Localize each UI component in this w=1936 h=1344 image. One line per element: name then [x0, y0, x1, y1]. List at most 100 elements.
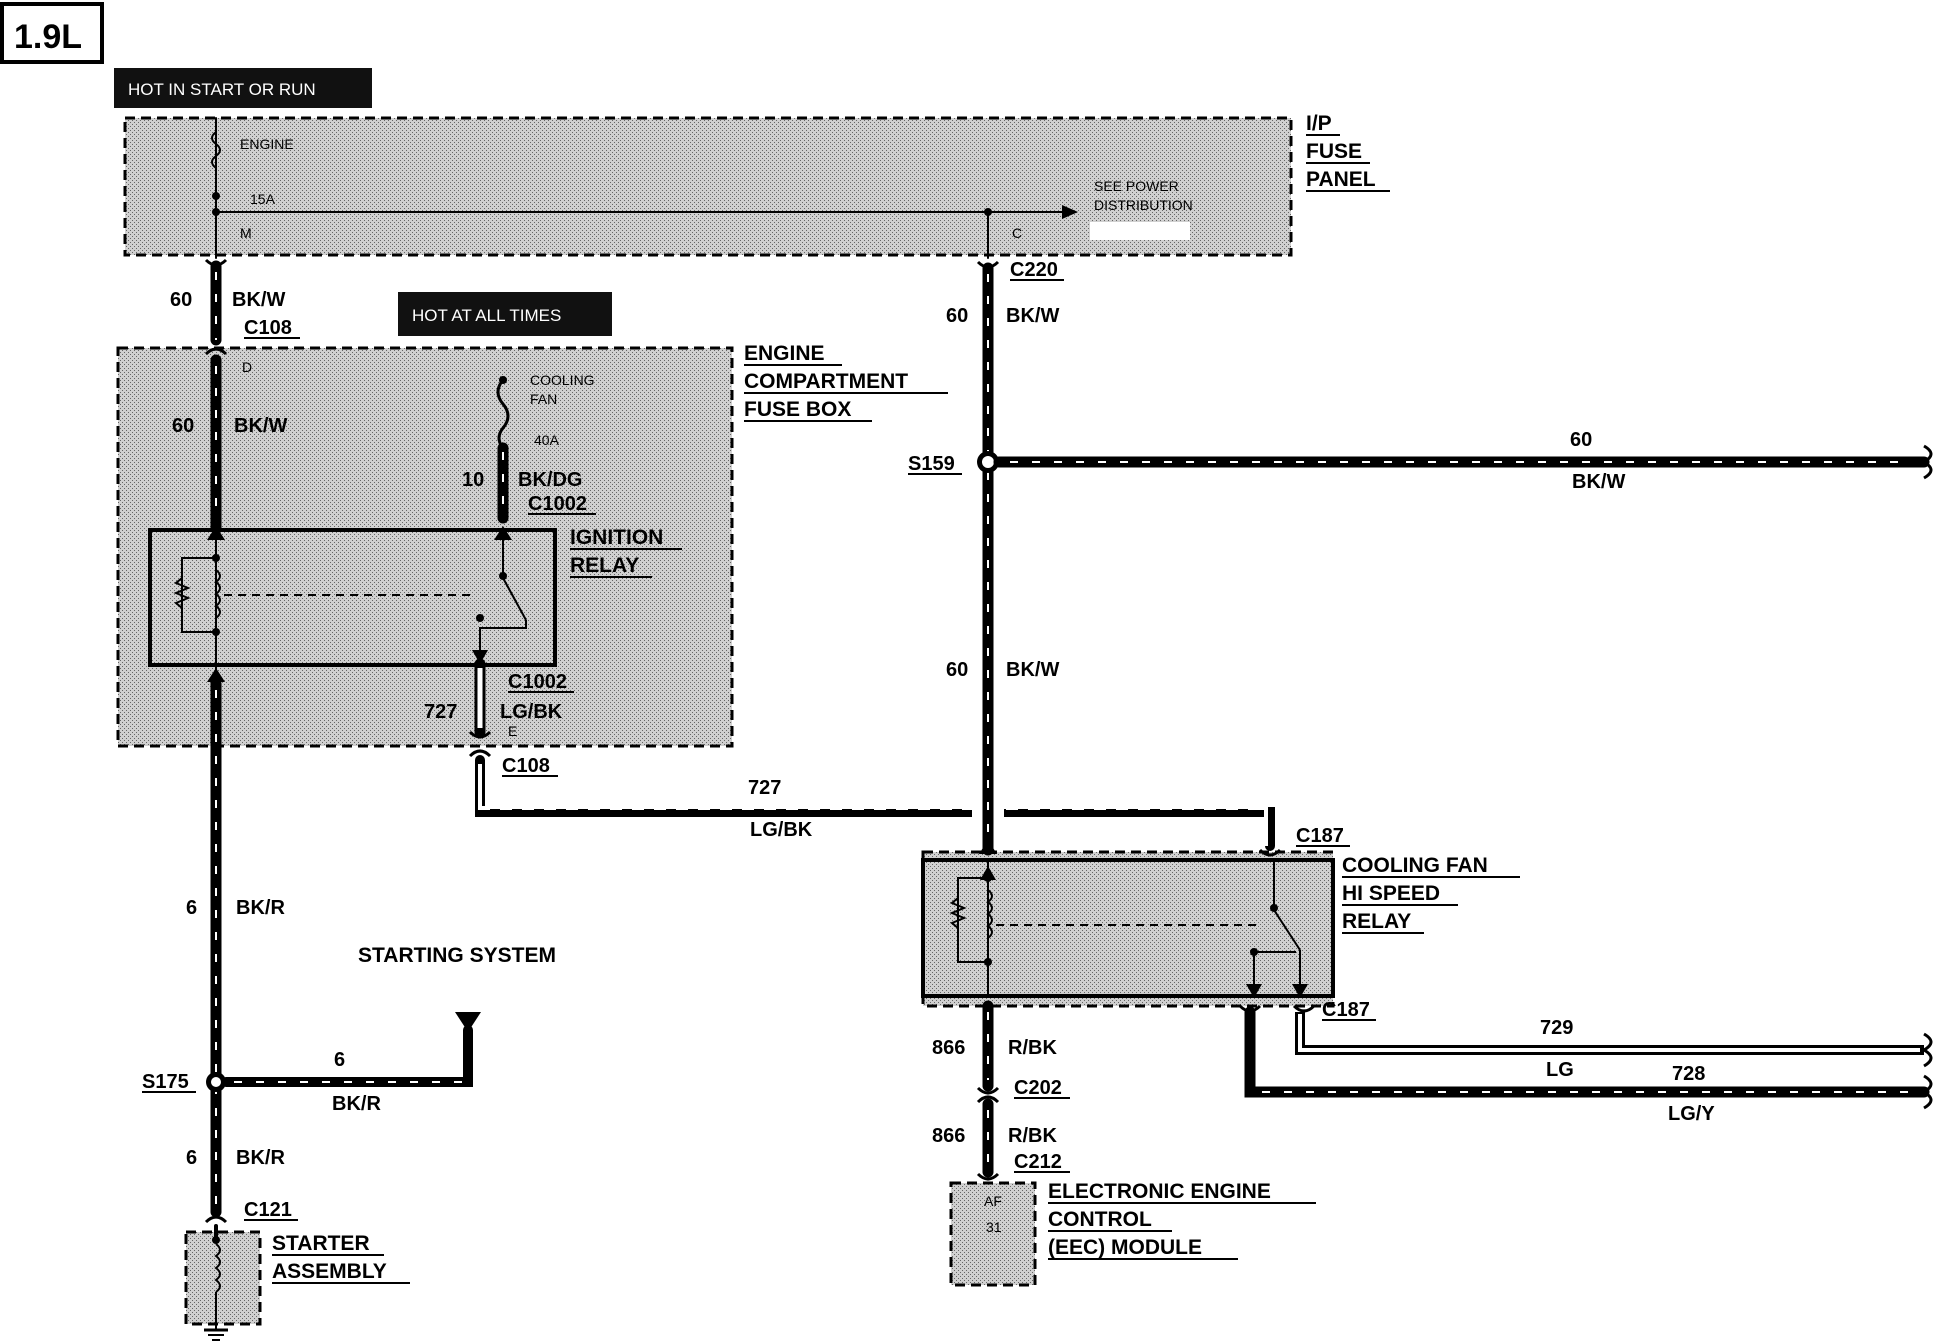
color-lgbk-left: LG/BK	[500, 701, 563, 723]
connector-c187-bottom: C187	[1322, 999, 1370, 1021]
cooling-fan-relay-title: COOLING FAN HI SPEED RELAY	[1342, 854, 1520, 934]
ip-pin-m: M	[240, 225, 252, 241]
svg-text:(EEC) MODULE: (EEC) MODULE	[1048, 1236, 1202, 1259]
wire-10-bkdg	[494, 376, 512, 540]
starting-system-label: STARTING SYSTEM	[358, 944, 556, 967]
circuit-60-left-mid: 60	[172, 415, 194, 437]
cooling-fuse-name: COOLING	[530, 372, 595, 388]
svg-text:COOLING FAN: COOLING FAN	[1342, 854, 1488, 877]
engine-badge: 1.9L	[0, 2, 104, 64]
arrow-right-icon	[1062, 205, 1078, 219]
svg-text:HOT IN START OR RUN: HOT IN START OR RUN	[128, 80, 316, 99]
eec-module-box	[949, 1181, 1037, 1287]
see-power-label: SEE POWER	[1094, 178, 1179, 194]
color-bkr-upper: BK/R	[236, 897, 285, 919]
ip-pin-c: C	[1012, 225, 1022, 241]
color-bkw-left-mid: BK/W	[234, 415, 287, 437]
pin-e: E	[508, 723, 517, 739]
color-bkr-branch: BK/R	[332, 1093, 381, 1115]
circuit-727-right: 727	[748, 777, 781, 799]
svg-text:RELAY: RELAY	[1342, 910, 1411, 933]
circuit-866-upper: 866	[932, 1037, 965, 1059]
engine-fuse-box-title: ENGINE COMPARTMENT FUSE BOX	[744, 342, 948, 422]
cooling-fan-relay-internals	[949, 860, 1308, 998]
color-bkw-s159-branch: BK/W	[1572, 471, 1625, 493]
splice-s175: S175	[142, 1071, 189, 1093]
svg-text:ELECTRONIC ENGINE: ELECTRONIC ENGINE	[1048, 1180, 1271, 1203]
connector-c220: C220	[1010, 259, 1058, 281]
color-bkw-left-top: BK/W	[232, 289, 285, 311]
color-bkdg: BK/DG	[518, 469, 582, 491]
connector-c212: C212	[1014, 1151, 1062, 1173]
svg-text:PANEL: PANEL	[1306, 168, 1376, 191]
circuit-727-left: 727	[424, 701, 457, 723]
wire-866-rbk	[976, 1000, 1000, 1181]
eec-module-title: ELECTRONIC ENGINE CONTROL (EEC) MODULE	[1048, 1180, 1316, 1260]
connector-c1002-bottom: C1002	[508, 671, 567, 693]
starter-internals	[204, 1236, 228, 1341]
ip-fuse-panel-title: I/P FUSE PANEL	[1306, 112, 1390, 192]
svg-text:CONTROL: CONTROL	[1048, 1208, 1152, 1231]
wire-729-lg	[1292, 1004, 1933, 1068]
ignition-relay-box	[148, 528, 557, 667]
eec-pin-31: 31	[986, 1219, 1002, 1235]
eec-pin-af: AF	[984, 1193, 1002, 1209]
color-rbk-upper: R/BK	[1008, 1037, 1057, 1059]
circuit-729: 729	[1540, 1017, 1573, 1039]
svg-text:FUSE: FUSE	[1306, 140, 1362, 163]
starter-assembly-box	[184, 1230, 262, 1326]
color-rbk-lower: R/BK	[1008, 1125, 1057, 1147]
ignition-relay-internals	[173, 539, 527, 676]
svg-text:HI SPEED: HI SPEED	[1342, 882, 1440, 905]
svg-text:1.9L: 1.9L	[14, 18, 82, 56]
circuit-6-lower: 6	[186, 1147, 197, 1169]
circuit-60-right-top: 60	[946, 305, 968, 327]
svg-text:COMPARTMENT: COMPARTMENT	[744, 370, 908, 393]
connector-c1002-top: C1002	[528, 493, 587, 515]
circuit-728: 728	[1672, 1063, 1705, 1085]
cooling-fan-relay-box	[921, 858, 1335, 998]
fan-fuse-name: FAN	[530, 391, 557, 407]
color-bkw-right-mid: BK/W	[1006, 659, 1059, 681]
connector-c202: C202	[1014, 1077, 1062, 1099]
connector-c108-top: C108	[244, 317, 292, 339]
wire-60-bkw-left	[204, 258, 228, 540]
ip-fuse-internal-wiring	[211, 117, 1190, 259]
starter-assembly-title: STARTER ASSEMBLY	[272, 1232, 410, 1284]
svg-text:FUSE BOX: FUSE BOX	[744, 398, 851, 421]
ignition-relay-title: IGNITION RELAY	[570, 526, 682, 578]
connector-c121: C121	[244, 1199, 292, 1221]
color-lg: LG	[1546, 1059, 1574, 1081]
svg-text:IGNITION: IGNITION	[570, 526, 663, 549]
svg-text:ASSEMBLY: ASSEMBLY	[272, 1260, 387, 1283]
color-bkw-right-top: BK/W	[1006, 305, 1059, 327]
circuit-60-s159-branch: 60	[1570, 429, 1592, 451]
color-lgy: LG/Y	[1668, 1103, 1715, 1125]
wire-break-icon	[1920, 444, 1933, 480]
distribution-label: DISTRIBUTION	[1094, 197, 1193, 213]
ip-fuse-name: ENGINE	[240, 136, 294, 152]
hot-at-all-times-label: HOT AT ALL TIMES	[398, 292, 612, 336]
svg-text:ENGINE: ENGINE	[744, 342, 825, 365]
circuit-10: 10	[462, 469, 484, 491]
circuit-60-left-top: 60	[170, 289, 192, 311]
svg-text:RELAY: RELAY	[570, 554, 639, 577]
color-bkr-lower: BK/R	[236, 1147, 285, 1169]
circuit-6-branch: 6	[334, 1049, 345, 1071]
pin-d: D	[242, 359, 252, 375]
color-lgbk-right: LG/BK	[750, 819, 813, 841]
ip-fuse-rating: 15A	[250, 191, 276, 207]
wire-60-bkw-right	[976, 260, 1933, 856]
circuit-60-right-mid: 60	[946, 659, 968, 681]
splice-s159: S159	[908, 453, 955, 475]
connector-c187-top: C187	[1296, 825, 1344, 847]
svg-text:I/P: I/P	[1306, 112, 1332, 135]
svg-text:STARTER: STARTER	[272, 1232, 370, 1255]
wire-727-lgbk	[468, 658, 1282, 857]
wire-728-lgy	[1238, 1004, 1933, 1110]
wire-6-bkr	[204, 668, 481, 1242]
hot-in-start-or-run-label: HOT IN START OR RUN	[114, 68, 372, 108]
connector-c108-bottom: C108	[502, 755, 550, 777]
circuit-6-upper: 6	[186, 897, 197, 919]
